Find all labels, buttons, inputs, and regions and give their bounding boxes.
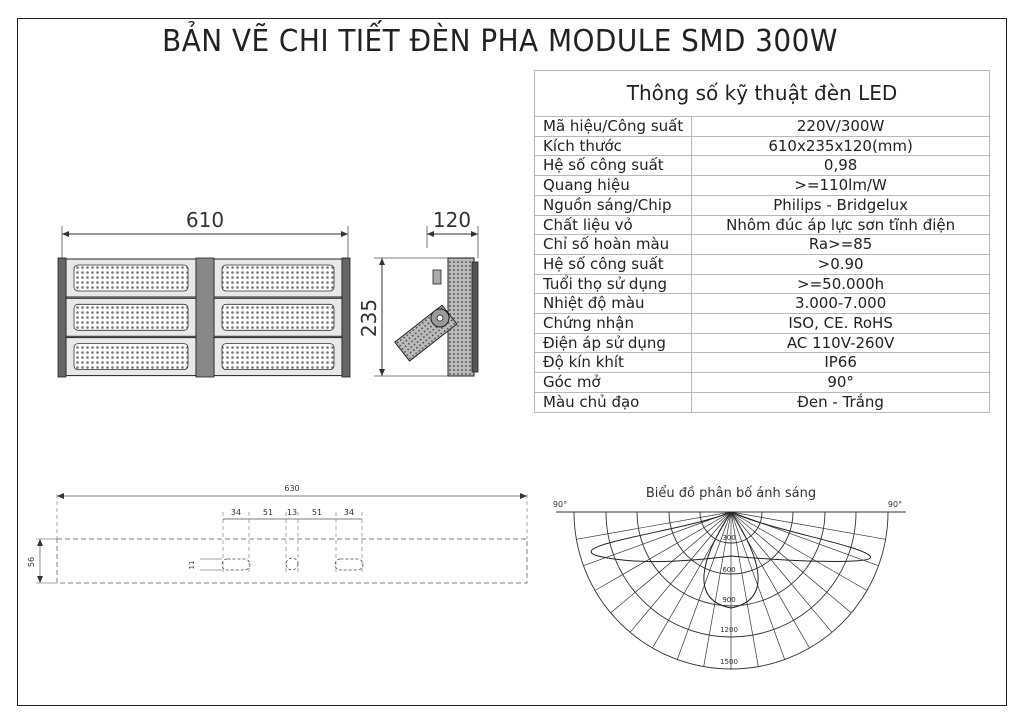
bracket-segment-2: 51 [263,508,273,517]
spec-table-heading: Thông số kỹ thuật đèn LED [534,70,990,117]
spec-value: 3.000-7.000 [691,293,990,315]
led-chip-panel [73,264,189,292]
bracket-slot-label: 11 [188,561,196,570]
spec-value: Nhôm đúc áp lực sơn tĩnh điện [691,214,990,236]
ring-label-1500: 1500 [720,658,738,666]
spec-key: Màu chủ đạo [533,391,693,413]
front-view: 610 [57,208,351,378]
led-chip-panel [73,303,189,331]
bracket-segment-4: 51 [312,508,322,517]
spec-key: Kích thước [533,135,693,157]
angle-left-label: 90° [553,500,567,509]
spec-key: Hệ số công suất [533,253,693,275]
bracket-drawing [36,493,528,584]
bracket-total-label: 630 [284,484,299,493]
spec-key: Hệ số công suất [533,155,693,177]
led-module-array [65,258,343,377]
spec-value: ISO, CE. RoHS [691,313,990,334]
ring-label-300: 300 [722,534,735,542]
spec-key: Điện áp sử dụng [533,332,693,354]
light-distribution-diagram [556,511,906,670]
spec-table-header: Thông số kỹ thuật đèn LED [534,70,990,117]
spec-value: Đen - Trắng [691,391,990,413]
spec-value: 610x235x120(mm) [691,135,990,157]
angle-right-label: 90° [888,500,902,509]
light-diagram-title: Biểu đồ phân bố ánh sáng [646,486,816,501]
ring-label-900: 900 [722,596,735,604]
spec-table: Thông số kỹ thuật đèn LED Mã hiệu/Công s… [533,70,990,413]
spec-key: Nguồn sáng/Chip [533,194,693,216]
bracket-segment-3: 13 [287,508,297,517]
ring-label-600: 600 [722,566,735,574]
spec-row: Tuổi thọ sử dụng>=50.000h [533,273,990,295]
spec-key: Tuổi thọ sử dụng [533,273,693,295]
spec-row: Quang hiệu>=110lm/W [533,175,990,196]
spec-key: Chỉ số hoàn màu [533,234,693,255]
spec-row: Hệ số công suất>0.90 [533,253,990,275]
led-chip-panel [221,264,335,292]
front-height-label: 235 [357,299,381,337]
drawing-frame [17,18,1007,706]
spec-value: >=110lm/W [691,175,990,196]
bracket-height-label: 56 [27,557,36,567]
bracket-segment-1: 34 [231,508,241,517]
spec-key: Nhiệt độ màu [533,293,693,315]
led-chip-panel [221,343,335,371]
spec-value: Philips - Bridgelux [691,194,990,216]
side-depth-label: 120 [433,208,471,232]
page-title: BẢN VẼ CHI TIẾT ĐÈN PHA MODULE SMD 300W [162,24,838,59]
bracket-segment-5: 34 [344,508,354,517]
spec-key: Chất liệu vỏ [533,214,693,236]
led-chip-panel [221,303,335,331]
side-view: 120 235 [357,208,479,377]
ring-label-1200: 1200 [720,626,738,634]
led-chip-panel [73,343,189,371]
front-width-label: 610 [186,208,224,232]
